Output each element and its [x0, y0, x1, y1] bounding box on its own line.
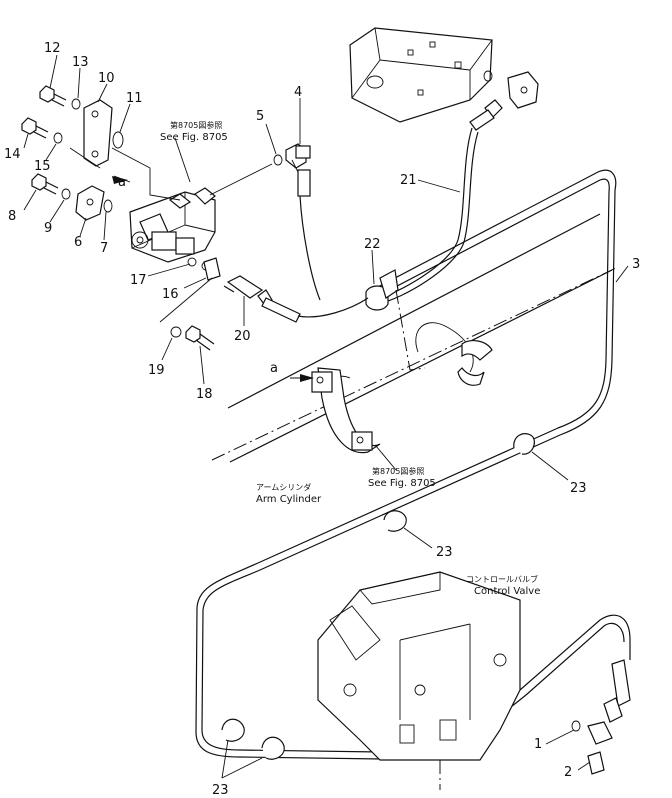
o-ring-1	[571, 720, 581, 732]
callout-8: 8	[8, 209, 16, 224]
callout-2: 2	[564, 765, 572, 780]
elbow-4	[285, 143, 311, 177]
o-ring-5	[273, 154, 283, 166]
plate-10	[83, 99, 113, 167]
callout-21: 21	[400, 173, 417, 188]
bolt-12	[39, 85, 67, 107]
callout-4: 4	[294, 85, 302, 100]
hose-end-bottom	[603, 659, 631, 723]
callout-17: 17	[130, 273, 147, 288]
callout-numbers: 12 13 10 11 14 15 8 9 6 7 17 16 19 18 20…	[4, 41, 640, 798]
valve-fitting	[469, 99, 503, 131]
callout-22: 22	[364, 237, 381, 252]
callout-23-right: 23	[570, 481, 587, 496]
bolt-14	[21, 117, 49, 139]
callout-14: 14	[4, 147, 21, 162]
fitting-2	[587, 721, 613, 775]
callout-19: 19	[148, 363, 165, 378]
o-ring-17a	[187, 257, 197, 267]
bolt-18	[185, 325, 215, 351]
o-ring-11	[112, 131, 124, 149]
arrow-a-left	[112, 176, 128, 184]
washer-15	[53, 132, 63, 144]
clip-23-bl	[221, 718, 285, 760]
see-fig-mid-jp: 第8705図参照	[372, 466, 424, 476]
callout-6: 6	[74, 235, 82, 250]
top-valve-block	[349, 27, 539, 123]
arm-cylinder-label-jp: アームシリンダ	[256, 482, 311, 492]
callout-5: 5	[256, 109, 264, 124]
clip-23-right	[513, 433, 535, 455]
callout-23-mid: 23	[436, 545, 453, 560]
callout-12: 12	[44, 41, 61, 56]
washer-9	[61, 188, 71, 200]
see-fig-mid-en: See Fig. 8705	[368, 478, 436, 489]
callout-9: 9	[44, 221, 52, 236]
see-fig-top-jp: 第8705図参照	[170, 120, 222, 130]
washer-19	[170, 326, 182, 338]
plate-6	[75, 185, 105, 221]
leader-lines	[23, 54, 629, 779]
callout-16: 16	[162, 287, 179, 302]
o-ring-7	[103, 199, 113, 213]
callout-a-mid: a	[270, 361, 278, 376]
arrow-a-mid	[300, 374, 314, 382]
hose-21	[377, 127, 473, 299]
callout-23-bottom: 23	[212, 783, 229, 798]
callout-18: 18	[196, 387, 213, 402]
callout-20: 20	[234, 329, 251, 344]
clip-23-mid	[383, 510, 407, 532]
callout-7: 7	[100, 241, 108, 256]
bolt-8	[31, 173, 59, 195]
control-valve-label-en: Control Valve	[474, 586, 540, 597]
bracket-22	[365, 269, 426, 371]
washer-13	[71, 98, 81, 110]
cylinder-clamp-right	[457, 340, 493, 386]
callout-11: 11	[126, 91, 143, 106]
callout-a-left: a	[118, 175, 126, 190]
callout-15: 15	[34, 159, 51, 174]
arm-cylinder-centerline	[211, 267, 617, 461]
callout-13: 13	[72, 55, 89, 70]
callout-1: 1	[534, 737, 542, 752]
control-valve	[317, 571, 521, 790]
bracket-16	[203, 257, 221, 281]
arm-cylinder-label-en: Arm Cylinder	[256, 494, 322, 505]
control-valve-label-jp: コントロールバルブ	[466, 574, 538, 584]
callout-10: 10	[98, 71, 115, 86]
solenoid-valve	[129, 187, 216, 263]
see-fig-top-en: See Fig. 8705	[160, 132, 228, 143]
connector-20	[223, 275, 369, 323]
reference-labels: 第8705図参照 See Fig. 8705 アームシリンダ Arm Cylin…	[160, 120, 540, 597]
hose-end-top	[297, 169, 321, 301]
cylinder-clamp-a	[311, 367, 381, 454]
callout-3: 3	[632, 257, 640, 272]
